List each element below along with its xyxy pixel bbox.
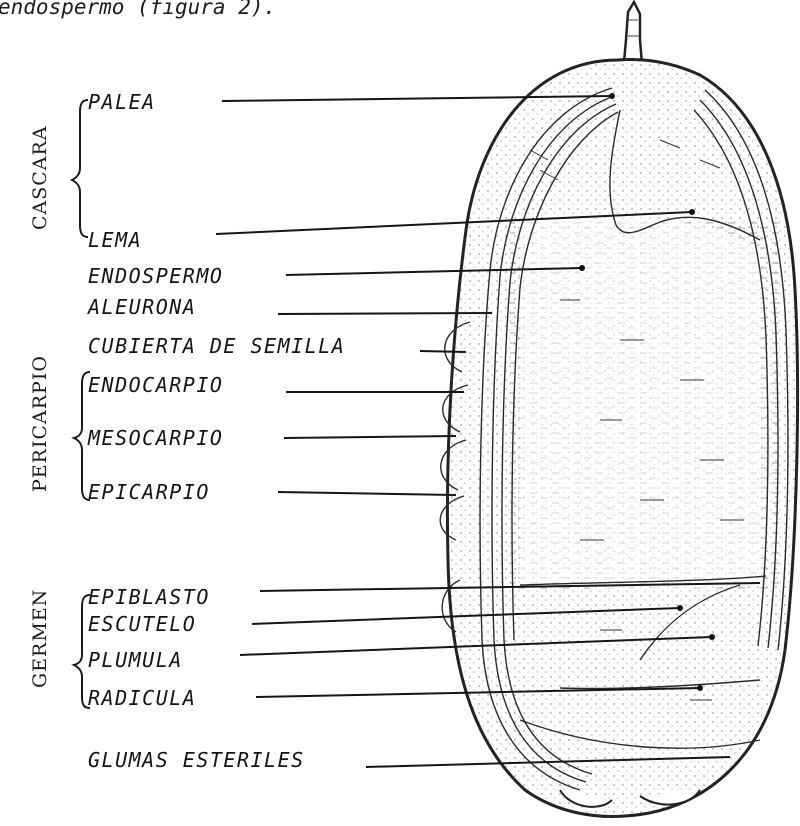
label-escutelo: ESCUTELO — [88, 612, 196, 636]
leader-epicarpio — [278, 492, 456, 495]
pericarpio-group: PERICARPIO — [29, 355, 90, 500]
label-mesocarpio: MESOCARPIO — [87, 426, 223, 450]
label-aleurona: ALEURONA — [86, 295, 196, 319]
group-label-pericarpio: PERICARPIO — [29, 355, 51, 492]
leader-mesocarpio — [284, 436, 456, 438]
group-label-cascara: CASCARA — [29, 125, 51, 230]
group-label-germen: GERMEN — [29, 589, 51, 688]
label-epicarpio: EPICARPIO — [88, 480, 210, 504]
cascara-group: CASCARA — [29, 100, 88, 237]
label-cubierta-de-semilla: CUBIERTA DE SEMILLA — [88, 334, 345, 358]
grain-illustration — [440, 2, 800, 825]
label-plumula: PLUMULA — [88, 648, 183, 672]
figure-caption: endospermo (figura 2). — [0, 0, 276, 19]
label-endocarpio: ENDOCARPIO — [88, 373, 223, 397]
leader-cubierta-de-semilla — [420, 351, 466, 352]
label-palea: PALEA — [88, 90, 156, 114]
germen-group: GERMEN — [29, 589, 90, 708]
part-labels: PALEA LEMA ENDOSPERMO ALEURONA CUBIERTA … — [86, 90, 345, 772]
cascara-brace — [72, 100, 88, 237]
label-epiblasto: EPIBLASTO — [88, 585, 210, 609]
leader-aleurona — [278, 313, 492, 314]
label-endospermo: ENDOSPERMO — [88, 264, 223, 288]
label-lema: LEMA — [88, 228, 142, 252]
label-glumas-esteriles: GLUMAS ESTERILES — [88, 748, 305, 772]
label-radicula: RADICULA — [88, 686, 196, 710]
